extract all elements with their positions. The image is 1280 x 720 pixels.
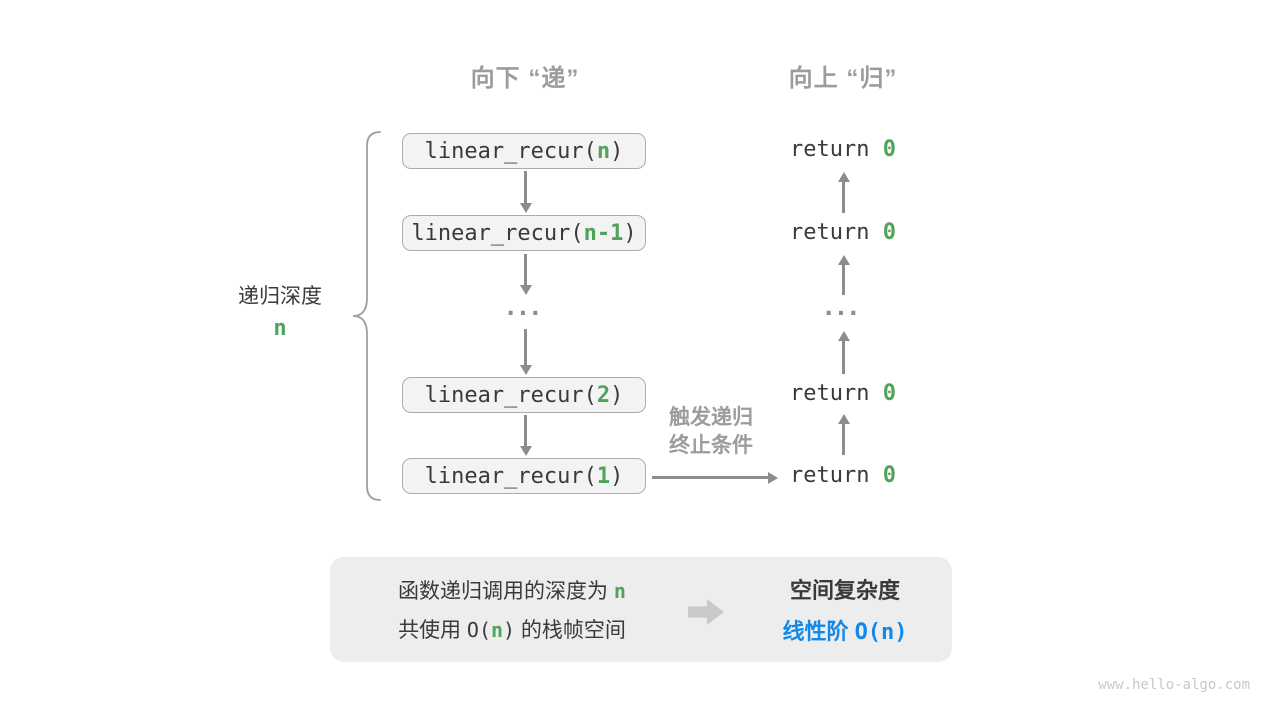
descend-ellipsis: ... (506, 296, 544, 321)
summary-line2-var: n (491, 618, 504, 642)
return-value: 0 (882, 463, 896, 488)
call-text: linear_recur( (424, 463, 597, 489)
descend-column-header: 向下 “递” (470, 65, 580, 92)
arrow-shaft (524, 329, 527, 365)
base-case-label-line2: 终止条件 (669, 434, 753, 457)
return-value: 0 (882, 220, 896, 245)
arrow-shaft (842, 424, 845, 455)
up-arrow-icon (837, 414, 850, 455)
arrow-shaft (652, 476, 768, 479)
return-statement: return 0 (770, 220, 916, 246)
return-statement: return 0 (770, 137, 916, 163)
arrow-head (519, 446, 532, 456)
call-text: linear_recur( (424, 382, 597, 408)
summary-explanation: 函数递归调用的深度为 n 共使用 O(n) 的栈帧空间 (365, 557, 659, 662)
return-keyword: return (790, 463, 883, 488)
return-value: 0 (882, 381, 896, 406)
arrow-shaft (842, 265, 845, 295)
summary-panel: 函数递归调用的深度为 n 共使用 O(n) 的栈帧空间 空间复杂度 线性阶 O(… (330, 557, 952, 662)
return-keyword: return (790, 381, 883, 406)
arrow-head (519, 285, 532, 295)
call-text: linear_recur( (411, 220, 584, 246)
base-case-arrow-icon (652, 471, 778, 484)
complexity-order-label: 线性阶 (782, 619, 855, 644)
up-arrow-icon (837, 255, 850, 295)
summary-line1: 函数递归调用的深度为 n (398, 575, 626, 605)
return-statement: return 0 (770, 463, 916, 489)
summary-line1-text: 函数递归调用的深度为 (398, 580, 614, 603)
call-text-close: ) (610, 138, 624, 164)
up-arrow-icon (837, 331, 850, 374)
summary-line2-pre: 共使用 (398, 619, 467, 642)
ascend-column-header: 向上 “归” (788, 65, 898, 92)
call-box-n-1: linear_recur(n-1) (402, 215, 646, 251)
up-arrow-icon (837, 172, 850, 213)
return-keyword: return (790, 137, 883, 162)
implies-arrow-icon (688, 599, 724, 625)
call-text-close: ) (623, 220, 637, 246)
return-statement: return 0 (770, 381, 916, 407)
call-arg: 2 (596, 382, 611, 408)
arrow-shaft (842, 341, 845, 374)
call-box-1: linear_recur(1) (402, 458, 646, 494)
arrow-head (837, 331, 850, 341)
arrow-shaft (842, 182, 845, 213)
call-box-n: linear_recur(n) (402, 133, 646, 169)
base-case-label: 触发递归 终止条件 (636, 404, 786, 460)
arrow-shaft (524, 171, 527, 203)
call-arg: n (596, 138, 611, 164)
base-case-label-line1: 触发递归 (669, 406, 753, 429)
down-arrow-icon (519, 329, 532, 375)
arrow-head (519, 203, 532, 213)
down-arrow-icon (519, 254, 532, 295)
summary-formula-open: O( (466, 618, 491, 642)
watermark: www.hello-algo.com (1098, 677, 1250, 693)
space-complexity-title: 空间复杂度 (789, 578, 900, 603)
call-arg: 1 (596, 463, 611, 489)
call-text-close: ) (610, 463, 624, 489)
call-text-close: ) (610, 382, 624, 408)
arrow-head (519, 365, 532, 375)
call-text: linear_recur( (424, 138, 597, 164)
complexity-formula: O(n) (854, 620, 908, 645)
summary-result: 空间复杂度 线性阶 O(n) (738, 557, 952, 662)
return-value: 0 (882, 137, 896, 162)
arrow-head (837, 172, 850, 182)
call-arg: n-1 (583, 220, 624, 246)
arrow-head (837, 414, 850, 424)
recursion-depth-value: n (273, 316, 287, 341)
call-box-2: linear_recur(2) (402, 377, 646, 413)
summary-line1-var: n (613, 579, 626, 603)
ascend-ellipsis: ... (824, 296, 862, 321)
depth-brace-icon (352, 131, 381, 501)
space-complexity-value: 线性阶 O(n) (782, 614, 907, 646)
down-arrow-icon (519, 171, 532, 213)
summary-formula-close: ) (503, 618, 516, 642)
down-arrow-icon (519, 415, 532, 456)
arrow-shaft (524, 254, 527, 285)
arrow-head (837, 255, 850, 265)
arrow-shaft (524, 415, 527, 446)
arrow-head (768, 471, 778, 484)
return-keyword: return (790, 220, 883, 245)
summary-line2-post: 的栈帧空间 (515, 619, 626, 642)
summary-line2: 共使用 O(n) 的栈帧空间 (398, 614, 626, 644)
recursion-depth-label: 递归深度 (238, 285, 322, 308)
